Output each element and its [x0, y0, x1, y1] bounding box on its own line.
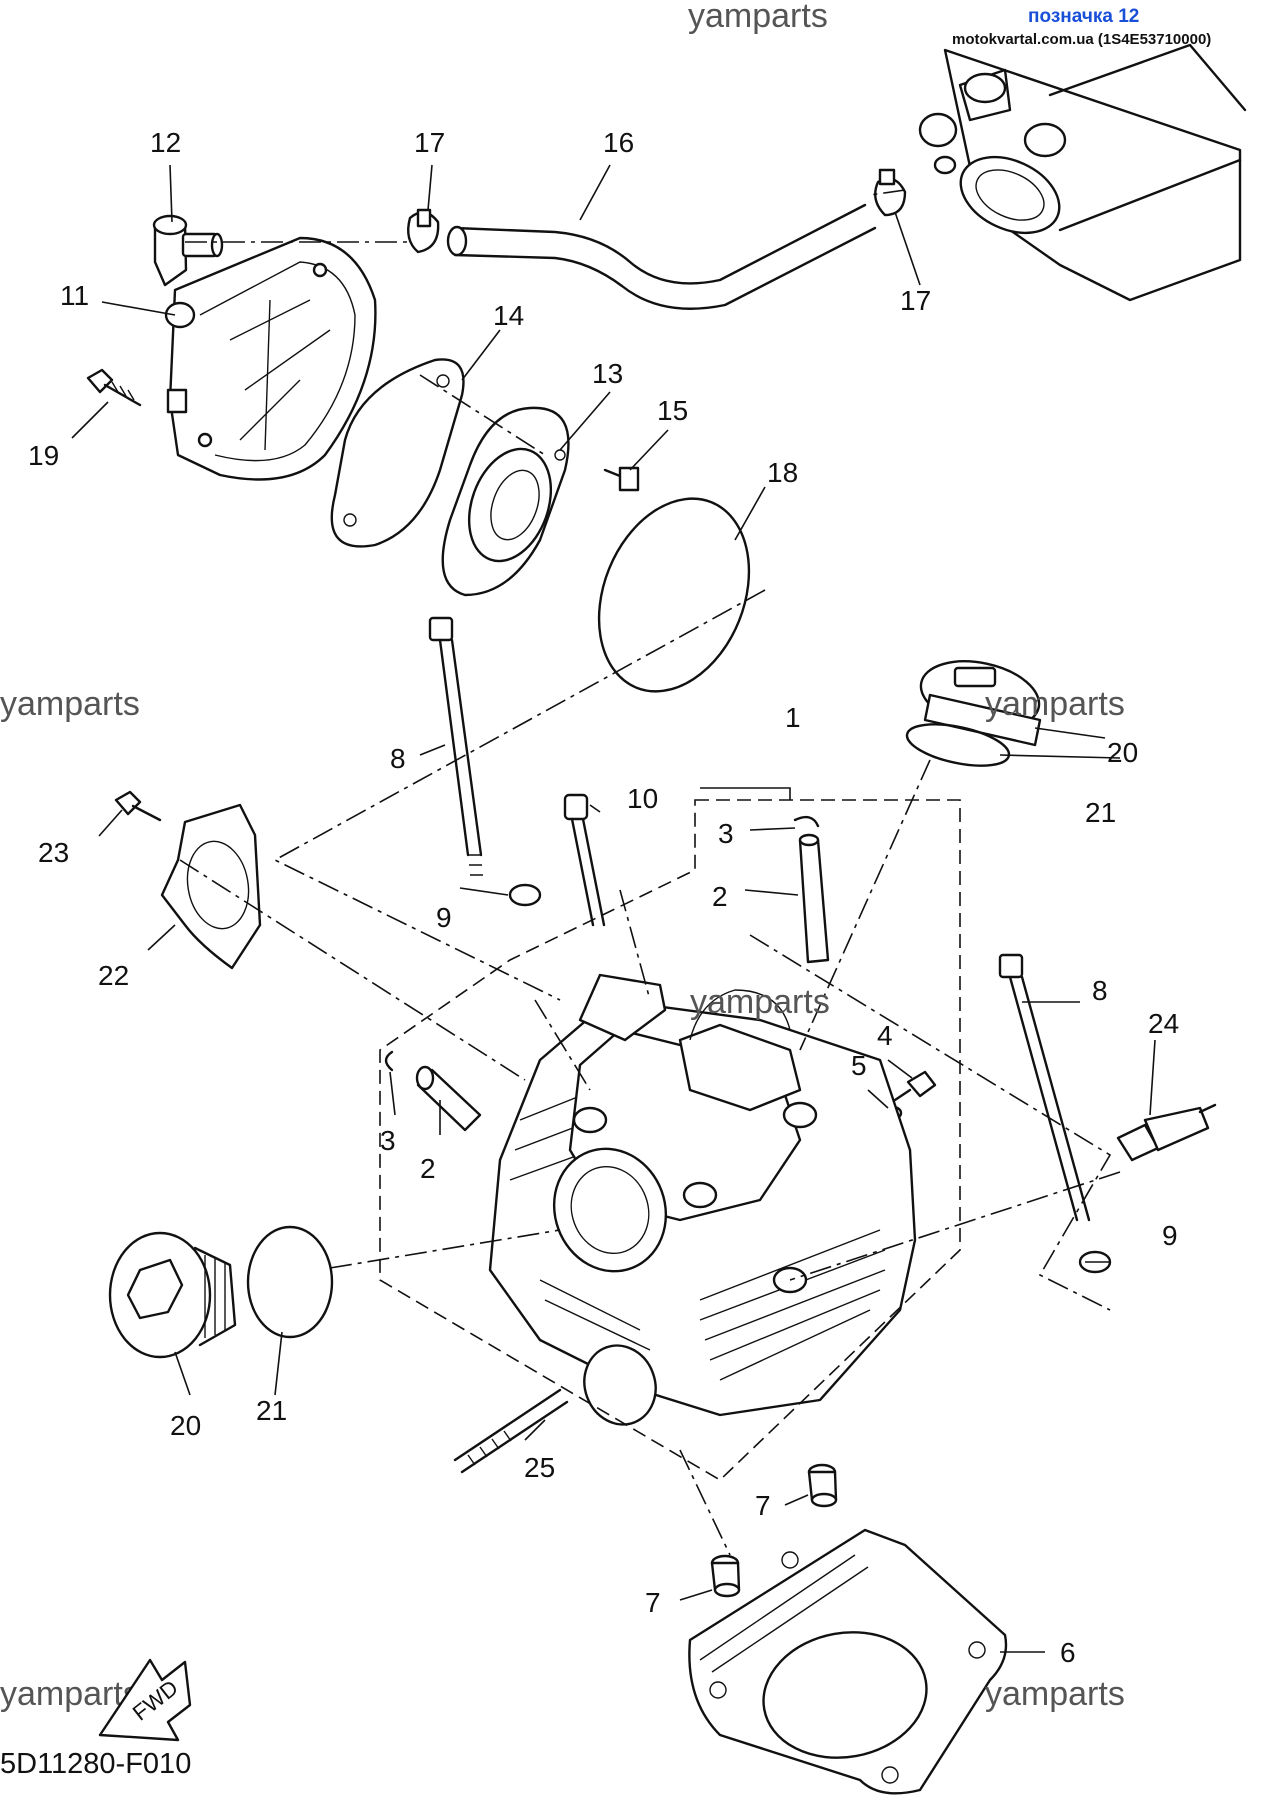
cylinder-head-1	[488, 973, 917, 1426]
watermark: yamparts	[985, 685, 1125, 723]
bolt-10	[563, 793, 606, 927]
callout-2-top: 2	[712, 881, 728, 912]
callout-8-right: 8	[1092, 975, 1108, 1006]
bolt-15	[603, 466, 640, 492]
stud-bolt-8-right	[998, 953, 1091, 1222]
assembly-group-box	[379, 799, 961, 1481]
watermarks: yamparts yamparts yamparts yamparts yamp…	[0, 0, 1125, 1713]
callout-21-left: 21	[256, 1395, 287, 1426]
dowel-pin-7-lower	[710, 1554, 741, 1598]
callout-10: 10	[627, 783, 658, 814]
callout-12: 12	[150, 127, 181, 158]
callout-22: 22	[98, 960, 129, 991]
spark-plug-24	[1116, 1103, 1217, 1162]
case-cover-11	[164, 236, 377, 481]
washer-9-left	[508, 883, 542, 907]
callout-24: 24	[1148, 1008, 1179, 1039]
callout-17-right: 17	[900, 285, 931, 316]
callout-6: 6	[1060, 1637, 1076, 1668]
callout-17-left: 17	[414, 127, 445, 158]
valve-guide-2-left	[415, 1065, 482, 1132]
callout-8-left: 8	[390, 743, 406, 774]
callout-1: 1	[785, 702, 801, 733]
callout-16: 16	[603, 127, 634, 158]
callout-7-upper: 7	[755, 1490, 771, 1521]
callout-14: 14	[493, 300, 524, 331]
callout-7-lower: 7	[645, 1587, 661, 1618]
callout-labels: 1 2 2 3 3 4 5 6 7 7 8 8 9 9 10 11 12 13 …	[28, 127, 1179, 1668]
watermark: yamparts	[688, 0, 828, 35]
callout-20-left: 20	[170, 1410, 201, 1441]
hose-clip-17-left	[407, 208, 440, 254]
circlip-3-top	[793, 815, 820, 828]
watermark: yamparts	[0, 685, 140, 723]
cap-20-top	[919, 660, 1042, 747]
forward-direction-arrow: FWD	[98, 1658, 192, 1742]
watermark: yamparts	[0, 1675, 140, 1713]
leader-lines	[71, 164, 1156, 1653]
plate-13	[441, 406, 570, 597]
callout-23: 23	[38, 837, 69, 868]
callout-21-top: 21	[1085, 797, 1116, 828]
callout-4: 4	[877, 1020, 893, 1051]
callout-3-top: 3	[718, 818, 734, 849]
carburetor-assembly	[918, 43, 1247, 302]
stud-bolt-8-left	[428, 616, 483, 876]
callout-2-left: 2	[420, 1153, 436, 1184]
callout-18: 18	[767, 457, 798, 488]
bolt-19	[86, 368, 142, 407]
alignment-lines	[179, 189, 1121, 1556]
o-ring-21-left	[246, 1225, 334, 1339]
callout-9-right: 9	[1162, 1220, 1178, 1251]
callout-9-left: 9	[436, 902, 452, 933]
dowel-pin-7-upper	[807, 1463, 838, 1508]
callout-13: 13	[592, 358, 623, 389]
screw-4	[893, 1070, 937, 1102]
watermark: yamparts	[690, 983, 830, 1021]
circlip-3-left	[384, 1050, 394, 1072]
o-ring-18	[597, 497, 751, 693]
callout-19: 19	[28, 440, 59, 471]
callout-25: 25	[524, 1452, 555, 1483]
source-site-label: motokvartal.com.ua (1S4E53710000)	[952, 31, 1211, 48]
callout-15: 15	[657, 395, 688, 426]
hose-16	[446, 203, 877, 310]
watermark: yamparts	[985, 1675, 1125, 1713]
elbow-fitting-12	[152, 214, 224, 287]
stud-25	[453, 1388, 569, 1474]
callout-3-left: 3	[380, 1125, 396, 1156]
cylinder-head-gasket-6	[688, 1528, 1008, 1795]
callout-5: 5	[851, 1050, 867, 1081]
plate-22	[160, 803, 262, 970]
callout-20-top: 20	[1107, 737, 1138, 768]
callout-11: 11	[60, 280, 89, 311]
bolt-23	[114, 790, 162, 822]
diagram-tag: позначка 12	[1028, 6, 1139, 27]
diagram-code: 5D11280-F010	[0, 1748, 191, 1780]
gasket-14	[330, 358, 465, 548]
valve-guide-2-top	[798, 833, 830, 964]
cap-20-left	[108, 1231, 237, 1359]
hose-clip-17-right	[874, 168, 907, 217]
